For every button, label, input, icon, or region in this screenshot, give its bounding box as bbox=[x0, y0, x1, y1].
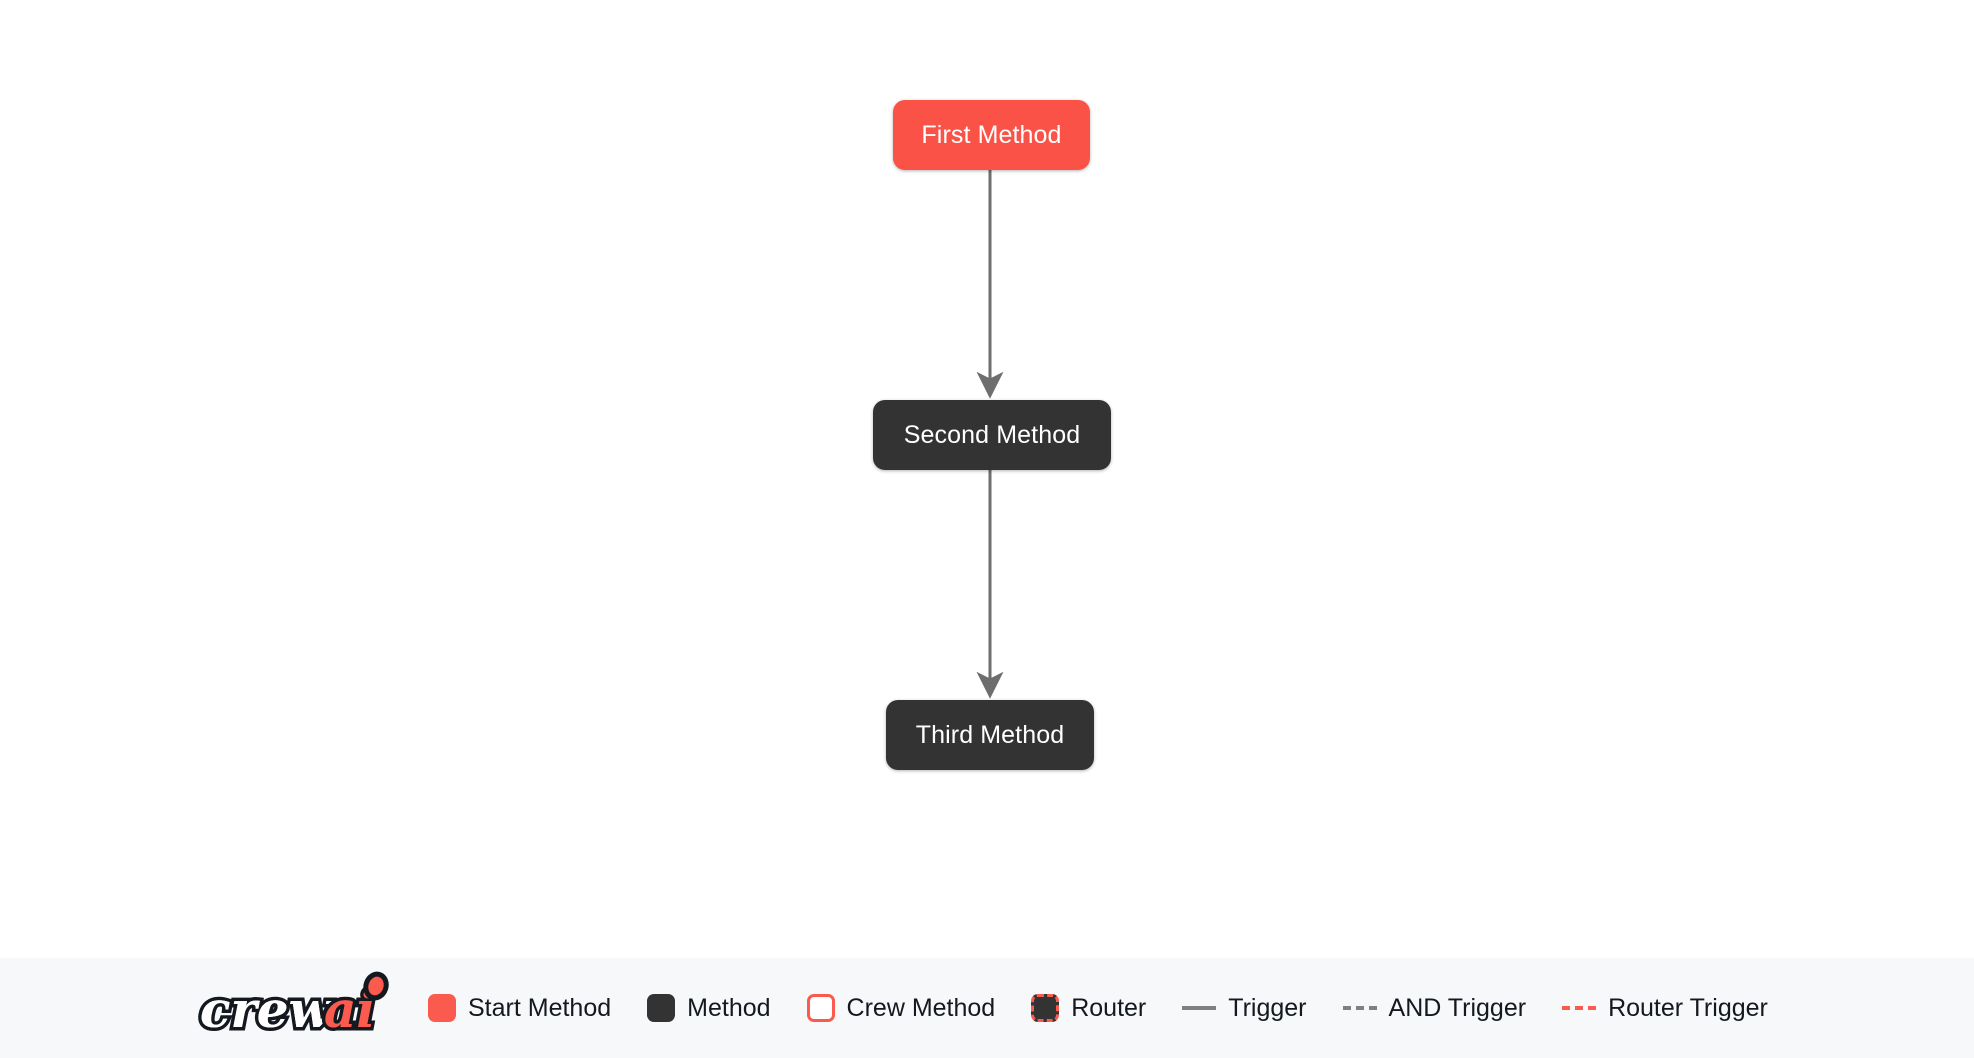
legend-item-method[interactable]: Method bbox=[647, 993, 771, 1023]
legend-item-router-trigger[interactable]: Router Trigger bbox=[1562, 994, 1768, 1023]
flow-node-second-method[interactable]: Second Method bbox=[873, 400, 1111, 470]
legend-item-label: AND Trigger bbox=[1388, 993, 1527, 1022]
legend-item-and-trigger[interactable]: AND Trigger bbox=[1342, 993, 1527, 1023]
trigger-line-icon bbox=[1182, 1006, 1217, 1010]
legend-item-label: Router Trigger bbox=[1608, 993, 1768, 1022]
method-swatch-icon bbox=[647, 994, 676, 1022]
legend-item-start-method[interactable]: Start Method bbox=[428, 994, 611, 1023]
flow-node-label: Second Method bbox=[903, 420, 1081, 449]
legend-item-label: Trigger bbox=[1228, 993, 1307, 1022]
router-trigger-line-icon bbox=[1562, 1006, 1597, 1010]
and-trigger-line-icon bbox=[1342, 1006, 1377, 1010]
flow-canvas[interactable]: First Method Second Method Third Method bbox=[0, 0, 1974, 958]
flow-node-first-method[interactable]: First Method bbox=[893, 100, 1090, 170]
crewai-logo: crew crew ai ai bbox=[196, 971, 408, 1045]
flow-node-label: First Method bbox=[921, 120, 1062, 149]
start-method-swatch-icon bbox=[428, 994, 456, 1022]
legend-item-label: Router bbox=[1071, 993, 1147, 1022]
legend-item-label: Start Method bbox=[468, 993, 612, 1022]
legend-item-label: Method bbox=[687, 993, 771, 1022]
legend-panel: crew crew ai ai Start Method Method Crew… bbox=[0, 958, 1974, 1058]
legend-item-trigger[interactable]: Trigger bbox=[1182, 993, 1307, 1023]
legend-item-router[interactable]: Router bbox=[1031, 994, 1146, 1023]
logo-text-crew-fill: crew bbox=[200, 980, 334, 1039]
legend-item-label: Crew Method bbox=[846, 993, 996, 1022]
crew-method-swatch-icon bbox=[806, 994, 835, 1022]
logo-dot-icon bbox=[363, 971, 389, 1001]
legend-item-crew-method[interactable]: Crew Method bbox=[806, 993, 996, 1023]
flow-node-third-method[interactable]: Third Method bbox=[886, 700, 1094, 770]
flow-node-label: Third Method bbox=[915, 720, 1065, 749]
logo-text-crew: crew bbox=[200, 980, 334, 1039]
router-swatch-icon bbox=[1031, 994, 1060, 1022]
